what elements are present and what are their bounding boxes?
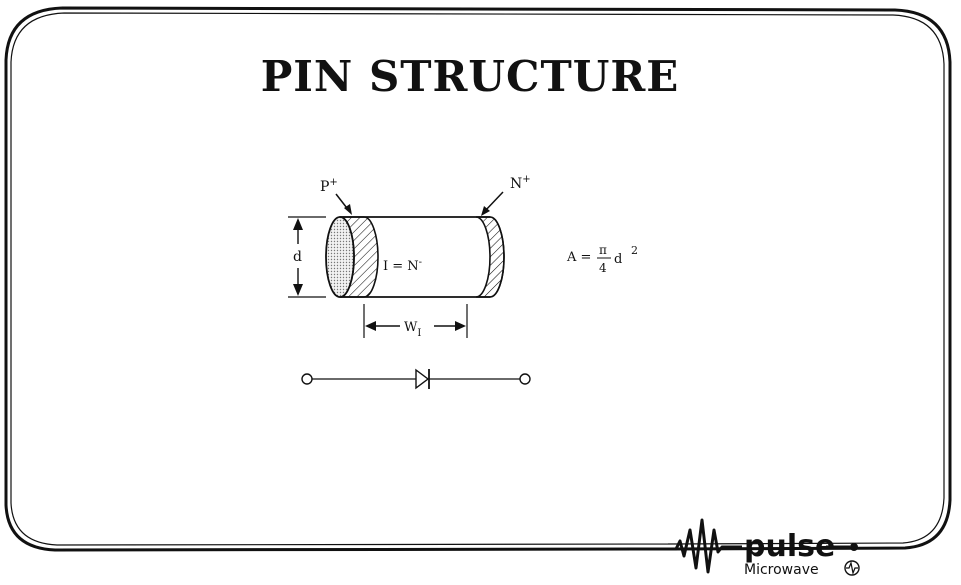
formula-numerator: π bbox=[599, 243, 607, 257]
diode-symbol bbox=[301, 368, 531, 390]
n-plus-label: N+ bbox=[510, 174, 531, 192]
logo-word: pulse bbox=[744, 529, 835, 564]
diode-triangle bbox=[415, 368, 430, 390]
width-label: WI bbox=[404, 320, 421, 339]
intrinsic-label: I = N- bbox=[383, 257, 422, 274]
pulse-microwave-logo: pulse Microwave bbox=[668, 518, 860, 578]
diameter-dimension: d bbox=[288, 216, 326, 298]
p-plus-label: P+ bbox=[320, 177, 338, 195]
n-plus-label-group: N+ bbox=[481, 174, 531, 216]
logo-emblem-icon bbox=[844, 560, 860, 576]
formula-exponent: 2 bbox=[631, 244, 638, 257]
formula-variable: d bbox=[614, 252, 622, 267]
page-title: PIN STRUCTURE bbox=[260, 52, 680, 101]
logo-waveform-icon bbox=[668, 518, 742, 574]
formula-denominator: 4 bbox=[599, 261, 607, 275]
p-plus-label-group: P+ bbox=[320, 177, 352, 215]
cylinder-end-face bbox=[325, 216, 355, 298]
diode-terminal-right bbox=[519, 373, 531, 385]
width-dimension: WI bbox=[363, 304, 468, 339]
diode-terminal-left bbox=[301, 373, 313, 385]
logo-subtitle: Microwave bbox=[744, 562, 819, 578]
area-formula: A = π 4 d 2 bbox=[566, 243, 638, 275]
slide-border bbox=[4, 6, 952, 552]
diameter-label: d bbox=[293, 249, 302, 265]
pin-cylinder-diagram bbox=[325, 216, 505, 298]
formula-lhs: A = bbox=[566, 250, 591, 265]
